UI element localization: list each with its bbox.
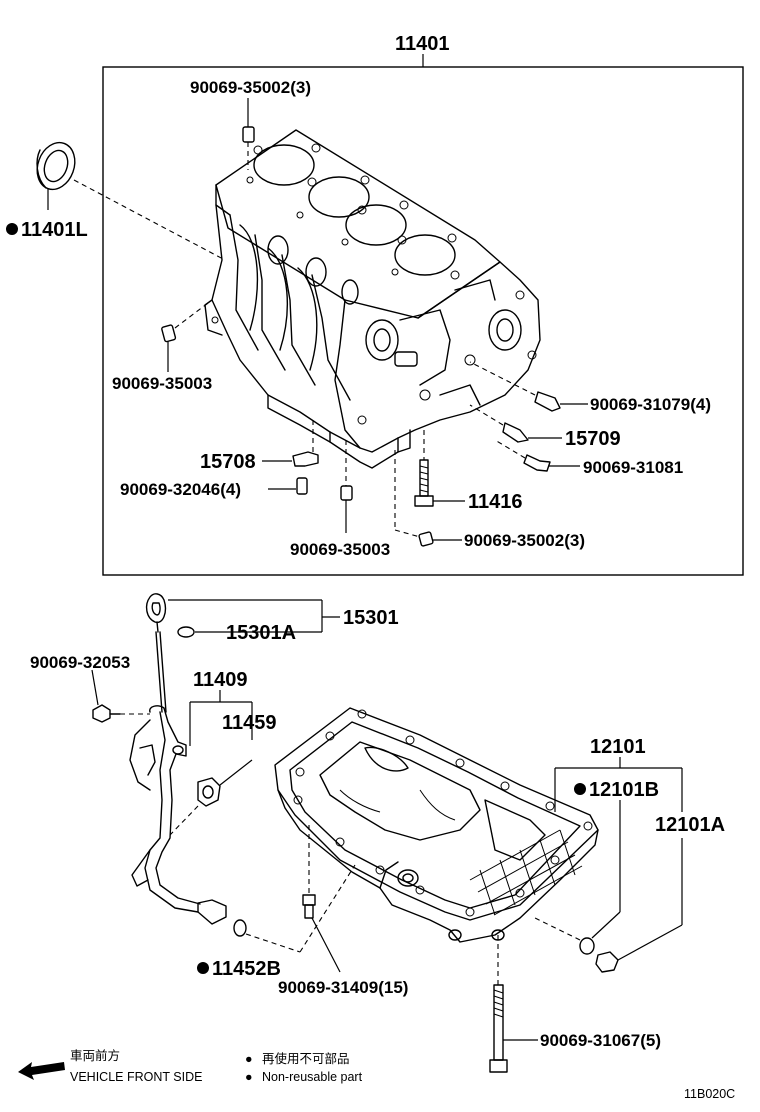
oil-pan-12101 xyxy=(274,707,599,943)
o-ring-11452B xyxy=(233,864,356,953)
label-90069-31081: 90069-31081 xyxy=(583,458,683,477)
oil-seal-rear xyxy=(36,141,226,261)
bolt-90069-31067 xyxy=(489,935,538,1073)
legend-front-jp: 車両前方 xyxy=(70,1048,120,1063)
bolt-11416 xyxy=(414,430,465,507)
oil-level-gauge xyxy=(145,593,340,713)
label-90069-31079: 90069-31079(4) xyxy=(590,395,711,414)
gasket-12101B xyxy=(534,800,621,955)
label-90069-31409: 90069-31409(15) xyxy=(278,978,408,997)
oil-jet-15708 xyxy=(262,420,319,467)
label-90069-35002-top: 90069-35002(3) xyxy=(190,78,311,97)
legend-front-en: VEHICLE FRONT SIDE xyxy=(70,1070,202,1084)
legend-nonreuse-jp: 再使用不可部品 xyxy=(262,1051,350,1066)
legend-nonreuse-en: Non-reusable part xyxy=(262,1070,363,1084)
label-11401: 11401 xyxy=(395,33,450,55)
label-90069-35003-bottom: 90069-35003 xyxy=(290,540,390,559)
nonreuse-dot-11452B xyxy=(197,962,209,974)
label-11416: 11416 xyxy=(468,491,523,513)
label-90069-35003-left: 90069-35003 xyxy=(112,374,212,393)
dowel-pin-top xyxy=(242,98,255,170)
label-11409: 11409 xyxy=(193,669,248,691)
label-12101B: 12101B xyxy=(589,779,659,801)
label-90069-35002-bottom: 90069-35002(3) xyxy=(464,531,585,550)
legend-bullet-jp: ● xyxy=(245,1052,253,1066)
label-15709: 15709 xyxy=(565,428,621,450)
dowel-pin-side xyxy=(161,299,213,372)
label-11401L: 11401L xyxy=(21,219,88,241)
label-11459: 11459 xyxy=(222,712,277,734)
cylinder-block xyxy=(204,129,541,469)
label-15301A: 15301A xyxy=(226,622,296,644)
nonreuse-dot-11401L xyxy=(6,223,18,235)
label-90069-31067: 90069-31067(5) xyxy=(540,1031,661,1050)
label-12101: 12101 xyxy=(590,736,646,758)
bolt-90069-32046 xyxy=(268,477,308,495)
label-12101A: 12101A xyxy=(655,814,725,836)
bolt-90069-31409 xyxy=(302,825,341,973)
nonreuse-dot-12101B xyxy=(574,783,586,795)
label-90069-32053: 90069-32053 xyxy=(30,653,130,672)
vehicle-front-arrow-icon xyxy=(18,1062,65,1080)
o-ring-15301A xyxy=(177,626,195,638)
figure-code: 11B020C xyxy=(684,1087,735,1101)
clamp-11459 xyxy=(169,759,253,836)
oil-jet-15709 xyxy=(469,404,562,443)
label-90069-32046: 90069-32046(4) xyxy=(120,480,241,499)
drain-plug-12101A xyxy=(595,838,683,973)
bolt-90069-31081 xyxy=(494,439,580,472)
bolt-90069-32053 xyxy=(91,669,150,723)
oil-level-gauge-guide xyxy=(129,690,253,925)
dowel-pin-bottom-2 xyxy=(340,440,353,533)
legend-bullet-en: ● xyxy=(245,1070,253,1084)
label-15708: 15708 xyxy=(200,451,256,473)
label-15301: 15301 xyxy=(343,607,399,629)
dowel-pin-bottom xyxy=(394,450,462,547)
label-11452B: 11452B xyxy=(212,958,281,980)
stud-bolt-90069-31079 xyxy=(469,361,588,412)
